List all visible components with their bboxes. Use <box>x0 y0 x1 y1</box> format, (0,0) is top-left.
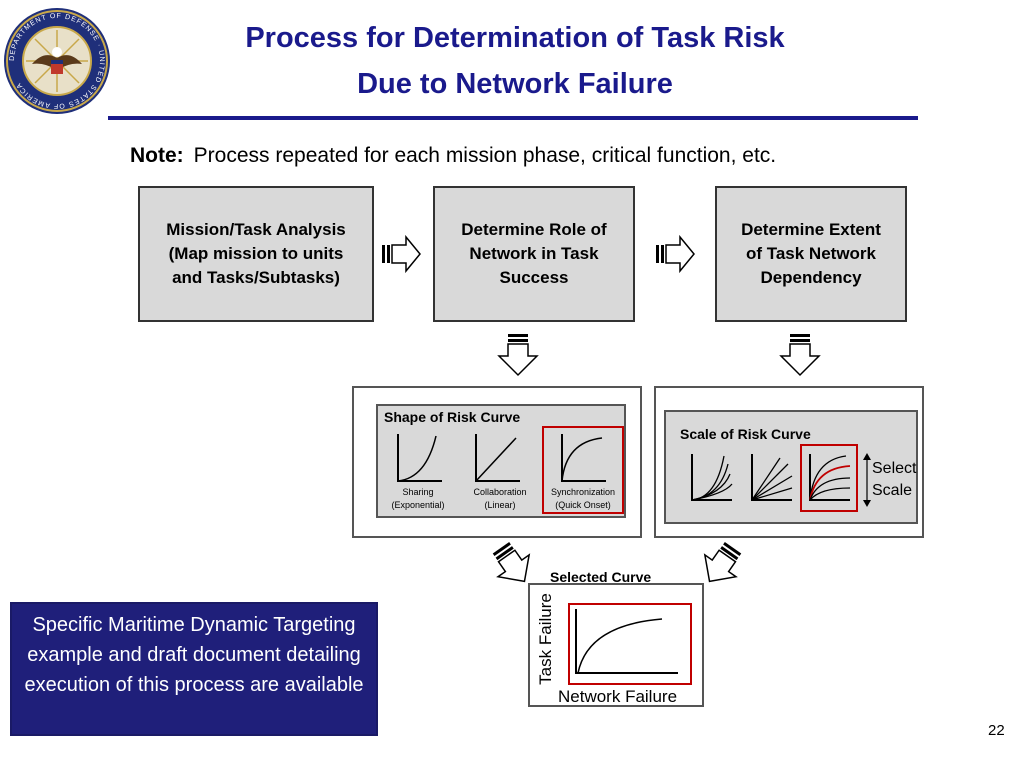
title-divider <box>108 116 918 120</box>
step2-line2: Network in Task <box>469 244 599 263</box>
exponential-curve-icon <box>397 434 442 482</box>
arrow-down-left-icon <box>703 542 742 583</box>
linear-curve-icon <box>475 434 520 482</box>
arrow-down-icon <box>779 334 821 377</box>
selected-shape-highlight <box>542 426 624 514</box>
step1-line2: (Map mission to units <box>168 244 344 263</box>
arrow-down-icon <box>497 334 539 377</box>
select-scale-label: Select Scale <box>872 460 917 499</box>
shape-panel-title: Shape of Risk Curve <box>384 409 521 425</box>
arrow-right-icon <box>382 234 421 274</box>
exponential-scale-icon <box>691 454 733 501</box>
step-box-dependency-extent: Determine Extent of Task Network Depende… <box>715 186 907 322</box>
linear-scale-icon <box>751 454 793 501</box>
selected-curve-panel: Task Failure Network Failure <box>528 583 704 707</box>
selected-scale-highlight <box>800 444 858 512</box>
step3-line3: Dependency <box>760 268 862 287</box>
curve-label-sharing: Sharing (Exponential) <box>391 487 445 510</box>
svg-text:DEPARTMENT OF DEFENSE · UNITED: DEPARTMENT OF DEFENSE · UNITED STATES OF… <box>9 13 105 109</box>
arrow-right-icon <box>656 234 695 274</box>
step1-line3: and Tasks/Subtasks) <box>172 268 340 287</box>
quick-onset-scale-icon <box>809 454 851 501</box>
curve-label-collaboration: Collaboration (Linear) <box>473 487 527 510</box>
scale-panel-title: Scale of Risk Curve <box>680 426 811 442</box>
selected-curve-y-label: Task Failure <box>536 593 555 685</box>
page-title-line2: Due to Network Failure <box>357 68 673 100</box>
selected-curve-icon <box>575 609 678 674</box>
dod-seal-logo: DEPARTMENT OF DEFENSE · UNITED STATES OF… <box>2 6 112 116</box>
step1-line1: Mission/Task Analysis <box>166 220 346 239</box>
quick-onset-curve-icon <box>561 434 606 482</box>
step-box-mission-analysis: Mission/Task Analysis (Map mission to un… <box>138 186 374 322</box>
note-text: Process repeated for each mission phase,… <box>193 144 777 167</box>
step3-line2: of Task Network <box>745 244 877 263</box>
arrow-down-right-icon <box>492 542 531 583</box>
step-box-network-role: Determine Role of Network in Task Succes… <box>433 186 635 322</box>
step2-line3: Success <box>499 268 569 287</box>
page-title-line1: Process for Determination of Task Risk <box>245 22 785 54</box>
scale-range-arrow-icon <box>863 453 871 507</box>
shape-panel: Shape of Risk Curve Sharing (Exponential… <box>352 386 642 538</box>
scale-panel: Scale of Risk Curve <box>654 386 924 538</box>
step3-line1: Determine Extent <box>741 220 881 239</box>
seal-text: DEPARTMENT OF DEFENSE · UNITED STATES OF… <box>9 13 104 109</box>
callout-box: Specific Maritime Dynamic Targeting exam… <box>10 602 378 736</box>
note-line: Note: Process repeated for each mission p… <box>130 144 776 168</box>
step2-line1: Determine Role of <box>461 220 607 239</box>
note-label: Note: <box>130 144 184 167</box>
selected-curve-title: Selected Curve <box>550 569 652 585</box>
dod-seal-icon <box>4 8 110 114</box>
curve-label-synchronization: Synchronization (Quick Onset) <box>550 487 616 510</box>
page-number: 22 <box>988 722 1005 739</box>
shape-panel-inner: Shape of Risk Curve Sharing (Exponential… <box>376 404 626 518</box>
selected-curve-highlight <box>568 603 692 685</box>
scale-panel-inner: Scale of Risk Curve <box>664 410 918 524</box>
selected-curve-x-label: Network Failure <box>558 687 678 706</box>
